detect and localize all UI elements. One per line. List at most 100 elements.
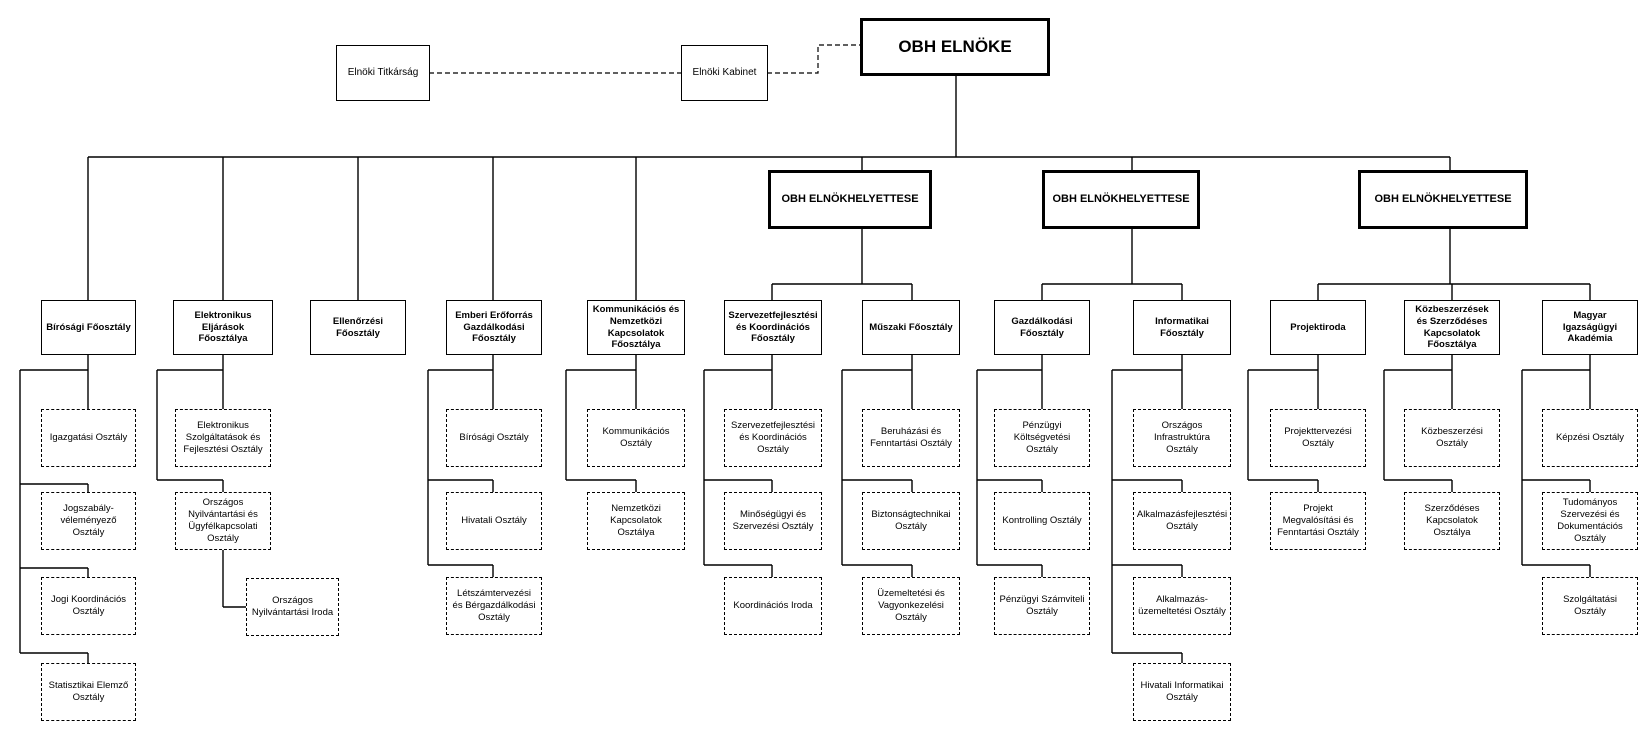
- unit-label: Üzemeltetési és Vagyonkezelési Osztály: [877, 588, 945, 623]
- unit-label: Létszámtervezési és Bérgazdálkodási Oszt…: [452, 588, 536, 623]
- department-label: Bírósági Főosztály: [46, 321, 131, 333]
- department-box: Informatikai Főosztály: [1133, 300, 1231, 355]
- unit-box: Hivatali Osztály: [446, 492, 542, 550]
- unit-label: Statisztikai Elemző Osztály: [48, 680, 129, 703]
- department-box: Ellenőrzési Főosztály: [310, 300, 406, 355]
- president-office-box: Elnöki Kabinet: [681, 45, 768, 101]
- unit-label: Pénzügyi Számviteli Osztály: [999, 594, 1085, 617]
- unit-label: Kommunikációs Osztály: [602, 426, 670, 449]
- department-label: Projektiroda: [1290, 321, 1346, 333]
- unit-box: Képzési Osztály: [1542, 409, 1638, 467]
- unit-label: Szolgáltatási Osztály: [1563, 594, 1617, 617]
- unit-label: Igazgatási Osztály: [49, 432, 128, 444]
- department-box: Projektiroda: [1270, 300, 1366, 355]
- unit-box: Statisztikai Elemző Osztály: [41, 663, 136, 721]
- unit-box: Üzemeltetési és Vagyonkezelési Osztály: [862, 577, 960, 635]
- attached-unit-label: Elnöki Titkárság: [347, 66, 419, 78]
- unit-box: Kontrolling Osztály: [994, 492, 1090, 550]
- unit-label: Kontrolling Osztály: [1002, 515, 1082, 527]
- unit-box: Létszámtervezési és Bérgazdálkodási Oszt…: [446, 577, 542, 635]
- unit-box: Jogi Koordinációs Osztály: [41, 577, 136, 635]
- unit-label: Projekttervezési Osztály: [1284, 426, 1352, 449]
- department-box: Magyar Igazságügyi Akadémia: [1542, 300, 1638, 355]
- unit-box: Hivatali Informatikai Osztály: [1133, 663, 1231, 721]
- department-box: Közbeszerzések és Szerződéses Kapcsolato…: [1404, 300, 1500, 355]
- unit-label: Országos Nyilvántartási és Ügyfélkapcsol…: [188, 497, 258, 544]
- unit-box: Közbeszerzési Osztály: [1404, 409, 1500, 467]
- department-box: Műszaki Főosztály: [862, 300, 960, 355]
- department-label: Elektronikus Eljárások Főosztálya: [194, 309, 252, 345]
- unit-box: Tudományos Szervezési és Dokumentációs O…: [1542, 492, 1638, 550]
- president-box: OBH ELNÖKE: [860, 18, 1050, 76]
- president-label: OBH ELNÖKE: [898, 37, 1012, 57]
- department-label: Műszaki Főosztály: [869, 321, 953, 333]
- deputy-label: OBH ELNÖKHELYETTESE: [781, 192, 919, 205]
- unit-label: Nemzetközi Kapcsolatok Osztálya: [610, 503, 662, 538]
- unit-box: Koordinációs Iroda: [724, 577, 822, 635]
- unit-box: Szolgáltatási Osztály: [1542, 577, 1638, 635]
- department-label: Ellenőrzési Főosztály: [332, 315, 384, 339]
- unit-label: Projekt Megvalósítási és Fenntartási Osz…: [1277, 503, 1359, 538]
- department-label: Közbeszerzések és Szerződéses Kapcsolato…: [1415, 303, 1489, 351]
- unit-box: Bírósági Osztály: [446, 409, 542, 467]
- unit-box: Elektronikus Szolgáltatások és Fejleszté…: [175, 409, 271, 467]
- department-box: Elektronikus Eljárások Főosztálya: [173, 300, 273, 355]
- unit-label: Minőségügyi és Szervezési Osztály: [732, 509, 814, 532]
- unit-label: Bírósági Osztály: [459, 432, 529, 444]
- department-label: Gazdálkodási Főosztály: [1011, 315, 1073, 339]
- deputy-label: OBH ELNÖKHELYETTESE: [1374, 192, 1512, 205]
- unit-label: Pénzügyi Költségvetési Osztály: [1013, 420, 1071, 455]
- unit-box: Jogszabály-véleményező Osztály: [41, 492, 136, 550]
- deputy-label: OBH ELNÖKHELYETTESE: [1052, 192, 1190, 205]
- unit-label: Szerződéses Kapcsolatok Osztálya: [1424, 503, 1480, 538]
- department-label: Magyar Igazságügyi Akadémia: [1562, 309, 1618, 345]
- attached-unit-box: Elnöki Titkárság: [336, 45, 430, 101]
- unit-label: Hivatali Osztály: [461, 515, 527, 527]
- department-box: Szervezetfejlesztési és Koordinációs Főo…: [724, 300, 822, 355]
- department-box: Emberi Erőforrás Gazdálkodási Főosztály: [446, 300, 542, 355]
- unit-label: Közbeszerzési Osztály: [1421, 426, 1483, 449]
- unit-label: Szervezetfejlesztési és Koordinációs Osz…: [731, 420, 815, 455]
- unit-box: Pénzügyi Számviteli Osztály: [994, 577, 1090, 635]
- department-label: Szervezetfejlesztési és Koordinációs Főo…: [728, 309, 818, 345]
- unit-box: Országos Infrastruktúra Osztály: [1133, 409, 1231, 467]
- unit-label: Hivatali Informatikai Osztály: [1140, 680, 1224, 703]
- unit-label: Alkalmazásfejlesztési Osztály: [1136, 509, 1228, 532]
- deputy-box: OBH ELNÖKHELYETTESE: [768, 170, 932, 229]
- unit-box: Projekt Megvalósítási és Fenntartási Osz…: [1270, 492, 1366, 550]
- unit-label: Alkalmazás-üzemeltetési Osztály: [1138, 594, 1226, 617]
- unit-label: Országos Nyilvántartási Iroda: [251, 595, 334, 618]
- unit-label: Jogi Koordinációs Osztály: [51, 594, 126, 617]
- department-box: Gazdálkodási Főosztály: [994, 300, 1090, 355]
- unit-box: Biztonságtechnikai Osztály: [862, 492, 960, 550]
- unit-label: Biztonságtechnikai Osztály: [871, 509, 951, 532]
- unit-box: Alkalmazás-üzemeltetési Osztály: [1133, 577, 1231, 635]
- department-label: Emberi Erőforrás Gazdálkodási Főosztály: [455, 309, 533, 345]
- deputy-box: OBH ELNÖKHELYETTESE: [1358, 170, 1528, 229]
- department-label: Kommunikációs és Nemzetközi Kapcsolatok …: [592, 303, 680, 351]
- unit-box: Igazgatási Osztály: [41, 409, 136, 467]
- unit-label: Országos Infrastruktúra Osztály: [1154, 420, 1210, 455]
- unit-box: Szervezetfejlesztési és Koordinációs Osz…: [724, 409, 822, 467]
- president-office-label: Elnöki Kabinet: [692, 66, 757, 78]
- unit-box: Szerződéses Kapcsolatok Osztálya: [1404, 492, 1500, 550]
- unit-box: Beruházási és Fenntartási Osztály: [862, 409, 960, 467]
- unit-box: Kommunikációs Osztály: [587, 409, 685, 467]
- deputy-box: OBH ELNÖKHELYETTESE: [1042, 170, 1200, 229]
- unit-box: Országos Nyilvántartási és Ügyfélkapcsol…: [175, 492, 271, 550]
- unit-label: Tudományos Szervezési és Dokumentációs O…: [1557, 497, 1623, 544]
- unit-label: Koordinációs Iroda: [733, 600, 813, 612]
- unit-box: Pénzügyi Költségvetési Osztály: [994, 409, 1090, 467]
- unit-box: Országos Nyilvántartási Iroda: [246, 578, 339, 636]
- unit-box: Projekttervezési Osztály: [1270, 409, 1366, 467]
- unit-label: Elektronikus Szolgáltatások és Fejleszté…: [183, 420, 263, 455]
- unit-label: Jogszabály-véleményező Osztály: [60, 503, 117, 538]
- department-label: Informatikai Főosztály: [1155, 315, 1209, 339]
- unit-box: Alkalmazásfejlesztési Osztály: [1133, 492, 1231, 550]
- unit-box: Nemzetközi Kapcsolatok Osztálya: [587, 492, 685, 550]
- department-box: Bírósági Főosztály: [41, 300, 136, 355]
- unit-box: Minőségügyi és Szervezési Osztály: [724, 492, 822, 550]
- department-box: Kommunikációs és Nemzetközi Kapcsolatok …: [587, 300, 685, 355]
- unit-label: Képzési Osztály: [1555, 432, 1625, 444]
